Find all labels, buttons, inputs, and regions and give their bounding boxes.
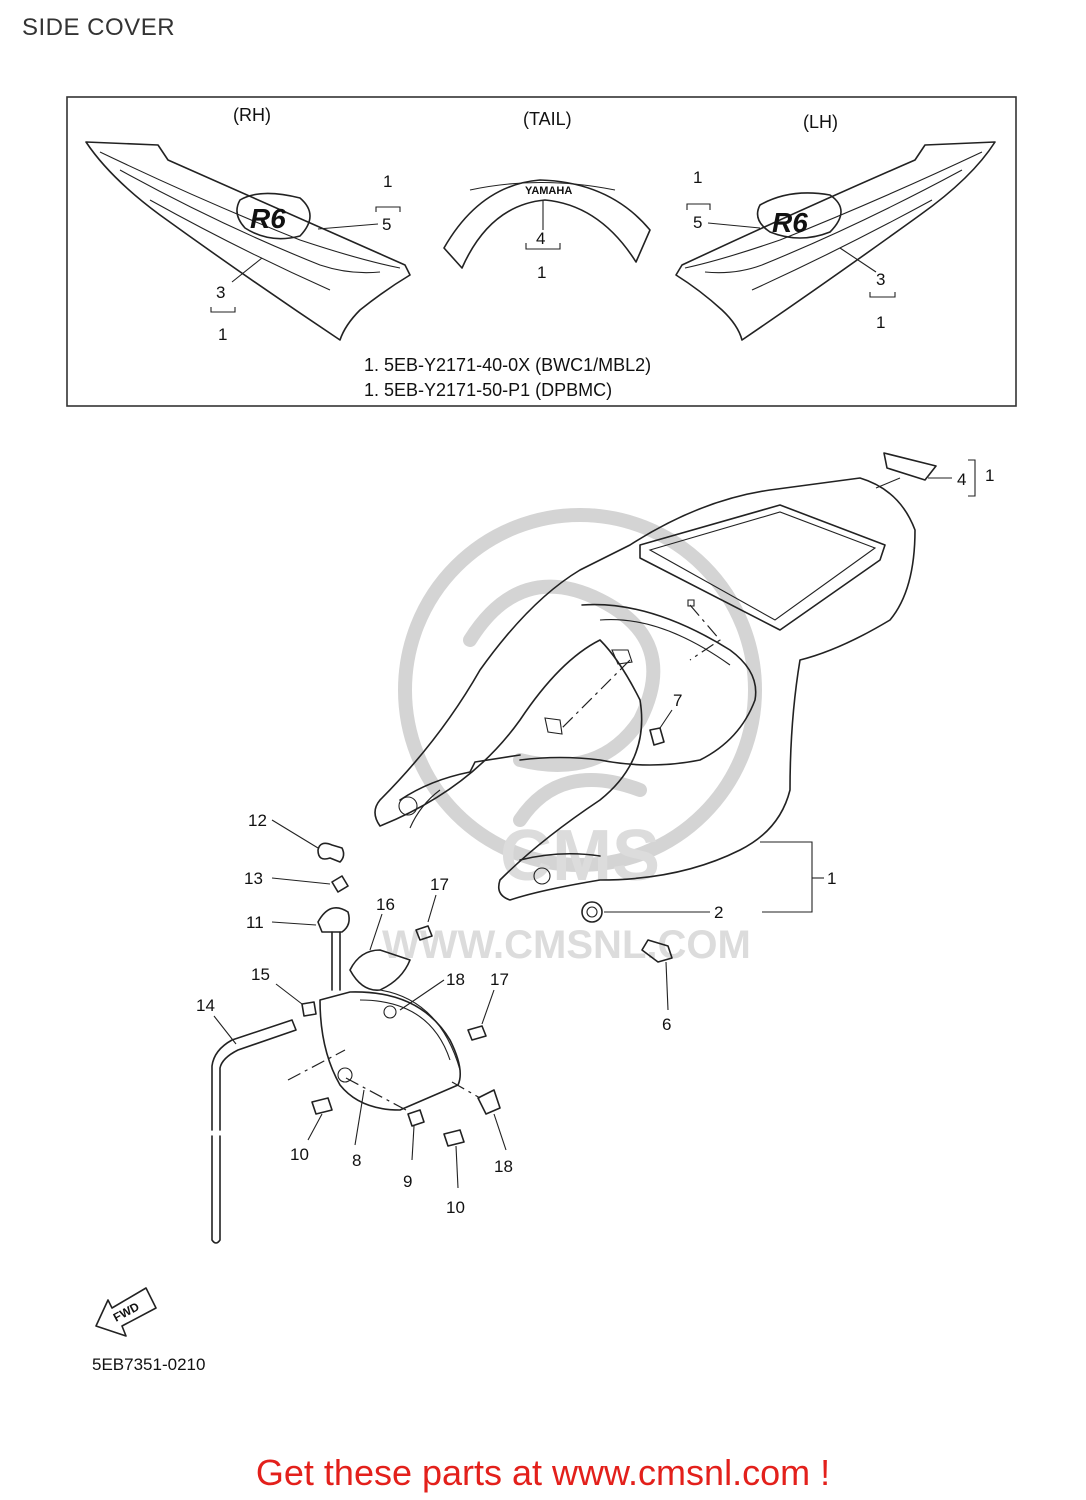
callout-rh-1-top: 1 [383, 172, 392, 191]
callout-rh-5: 5 [382, 215, 391, 234]
inset-label-tail: (TAIL) [523, 109, 572, 129]
inset-label-rh: (RH) [233, 105, 271, 125]
callout-main-2: 2 [714, 903, 723, 922]
callout-main-6: 6 [662, 1015, 671, 1034]
fwd-label: FWD [111, 1299, 142, 1324]
cover-body-8 [319, 989, 461, 1111]
callout-main-18-upper: 18 [446, 970, 465, 989]
inset-frame [66, 96, 1017, 407]
page-title: SIDE COVER [22, 14, 176, 41]
callout-lh-1-top: 1 [693, 168, 702, 187]
watermark-logo: CMS WWW.CMSNL.COM [382, 508, 762, 967]
tail-cover-graphic: YAMAHA [443, 179, 651, 269]
callout-rh-1-bottom: 1 [218, 325, 227, 344]
callout-tail-1: 1 [537, 263, 546, 282]
callout-main-16: 16 [376, 895, 395, 914]
callout-lh-1-bottom: 1 [876, 313, 885, 332]
callout-main-17-lower: 17 [490, 970, 509, 989]
rh-cover-graphic: R6 [85, 141, 411, 341]
callout-main-12: 12 [248, 811, 267, 830]
tail-brand-text: YAMAHA [525, 185, 572, 197]
callout-main-11: 11 [246, 913, 264, 932]
inset-label-lh: (LH) [803, 112, 838, 132]
callout-main-1-right: 1 [827, 869, 836, 888]
callout-main-10-left: 10 [290, 1145, 309, 1164]
callout-main-7: 7 [673, 691, 682, 710]
callout-lh-3: 3 [876, 270, 885, 289]
part-note-2: 1. 5EB-Y2171-50-P1 (DPBMC) [364, 380, 612, 400]
seat-cowl-drawing [374, 477, 916, 901]
callout-main-14: 14 [196, 996, 215, 1015]
callout-main-9: 9 [403, 1172, 412, 1191]
callout-main-1-top: 1 [985, 466, 994, 485]
diagram-code: 5EB7351-0210 [92, 1355, 205, 1374]
callout-main-8: 8 [352, 1151, 361, 1170]
callout-tail-4: 4 [536, 229, 545, 248]
callout-main-15: 15 [251, 965, 270, 984]
callout-main-10-right: 10 [446, 1198, 465, 1217]
callout-rh-3: 3 [216, 283, 225, 302]
callout-lh-5: 5 [693, 213, 702, 232]
watermark-url: WWW.CMSNL.COM [382, 923, 751, 967]
lh-cover-graphic: R6 [675, 141, 996, 341]
rh-model-text: R6 [250, 203, 286, 234]
part-note-1: 1. 5EB-Y2171-40-0X (BWC1/MBL2) [364, 355, 651, 375]
callout-main-17-upper: 17 [430, 875, 449, 894]
fwd-arrow-icon: FWD [95, 1287, 157, 1337]
callout-main-18-lower: 18 [494, 1157, 513, 1176]
lh-model-text: R6 [772, 207, 808, 238]
callout-main-4: 4 [957, 470, 966, 489]
callout-main-13: 13 [244, 869, 263, 888]
promo-banner[interactable]: Get these parts at www.cmsnl.com ! [255, 1452, 831, 1493]
